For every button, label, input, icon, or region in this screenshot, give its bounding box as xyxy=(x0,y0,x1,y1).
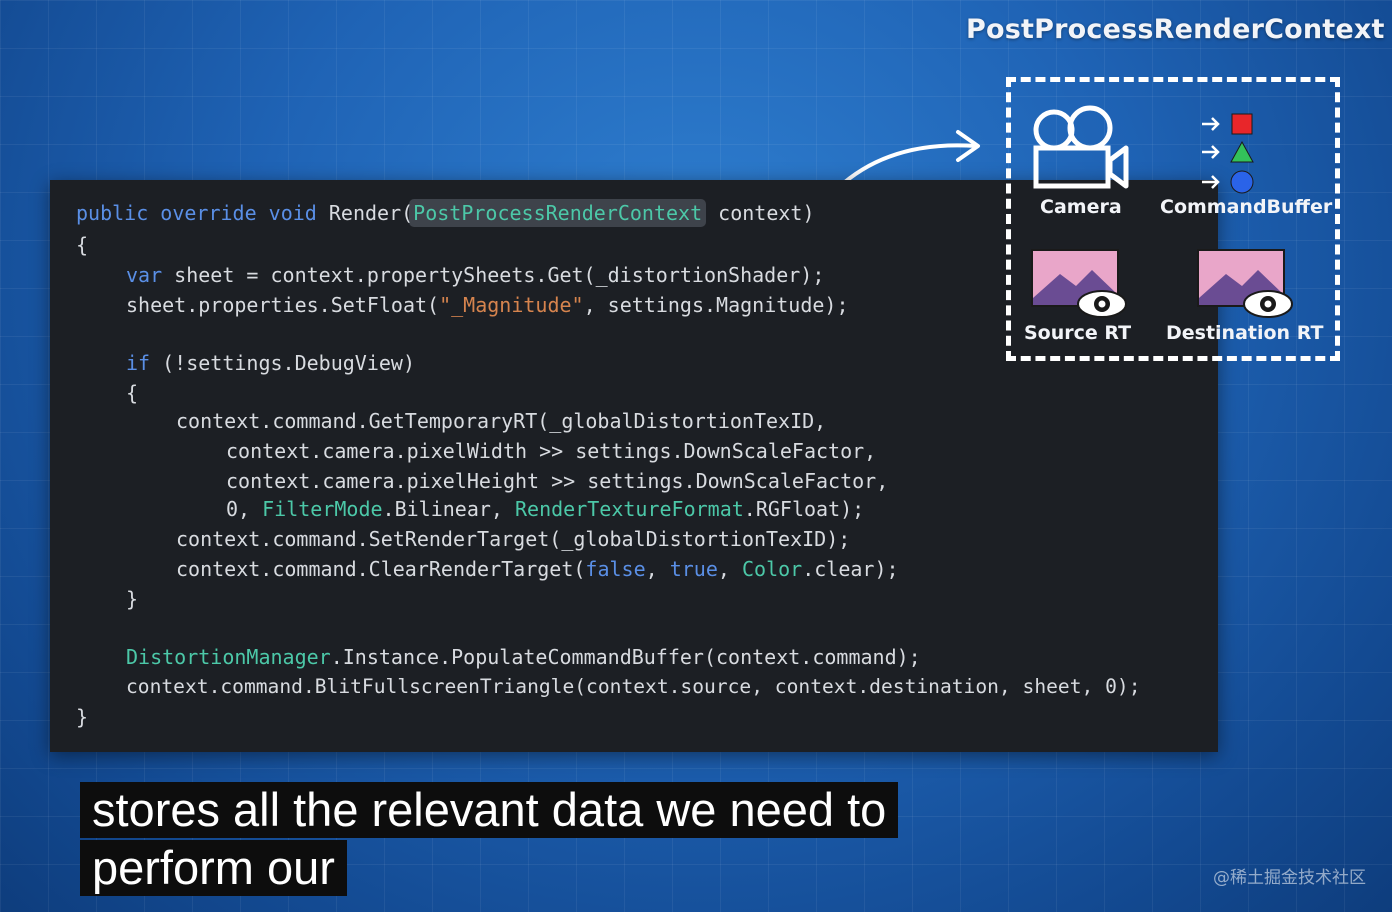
code-line-1: public override void Render(PostProcessR… xyxy=(76,199,815,227)
subtitle-line-2: perform our xyxy=(80,840,347,896)
camera-label: Camera xyxy=(1040,196,1122,218)
code-block: public override void Render(PostProcessR… xyxy=(76,198,1141,729)
source-rt-image-icon xyxy=(1031,249,1127,318)
destination-rt-image-icon xyxy=(1197,249,1293,318)
code-line-11: context.command.SetRenderTarget(_globalD… xyxy=(176,527,851,551)
code-line-6: { xyxy=(126,381,139,405)
source-rt-label: Source RT xyxy=(1024,322,1132,344)
code-line-12: context.command.ClearRenderTarget(false,… xyxy=(176,557,899,581)
command-buffer-label: CommandBuffer xyxy=(1160,196,1333,218)
code-panel xyxy=(50,180,1218,752)
code-line-5: if (!settings.DebugView) xyxy=(126,351,415,375)
code-line-2: { xyxy=(76,233,89,257)
code-line-10: 0, FilterMode.Bilinear, RenderTextureFor… xyxy=(226,497,865,521)
code-line-16: } xyxy=(76,705,89,729)
code-line-3: var sheet = context.propertySheets.Get(_… xyxy=(126,263,825,287)
video-camera-icon xyxy=(1033,105,1129,189)
context-components-box xyxy=(1006,77,1340,361)
code-line-4: sheet.properties.SetFloat("_Magnitude", … xyxy=(126,293,849,317)
code-line-9: context.camera.pixelHeight >> settings.D… xyxy=(226,469,889,493)
code-line-15: context.command.BlitFullscreenTriangle(c… xyxy=(126,675,1141,698)
curved-arrow-icon xyxy=(836,130,980,190)
code-line-14: DistortionManager.Instance.PopulateComma… xyxy=(126,645,921,669)
code-line-13: } xyxy=(126,587,139,611)
destination-rt-label: Destination RT xyxy=(1166,322,1324,344)
code-line-8: context.camera.pixelWidth >> settings.Do… xyxy=(226,439,877,463)
context-title: PostProcessRenderContext xyxy=(966,14,1385,45)
subtitle-line-1: stores all the relevant data we need to xyxy=(80,782,899,838)
command-buffer-icon xyxy=(1202,113,1254,194)
code-line-7: context.command.GetTemporaryRT(_globalDi… xyxy=(176,409,827,433)
highlighted-type: PostProcessRenderContext xyxy=(409,199,707,227)
watermark: @稀土掘金技术社区 xyxy=(1213,868,1366,888)
